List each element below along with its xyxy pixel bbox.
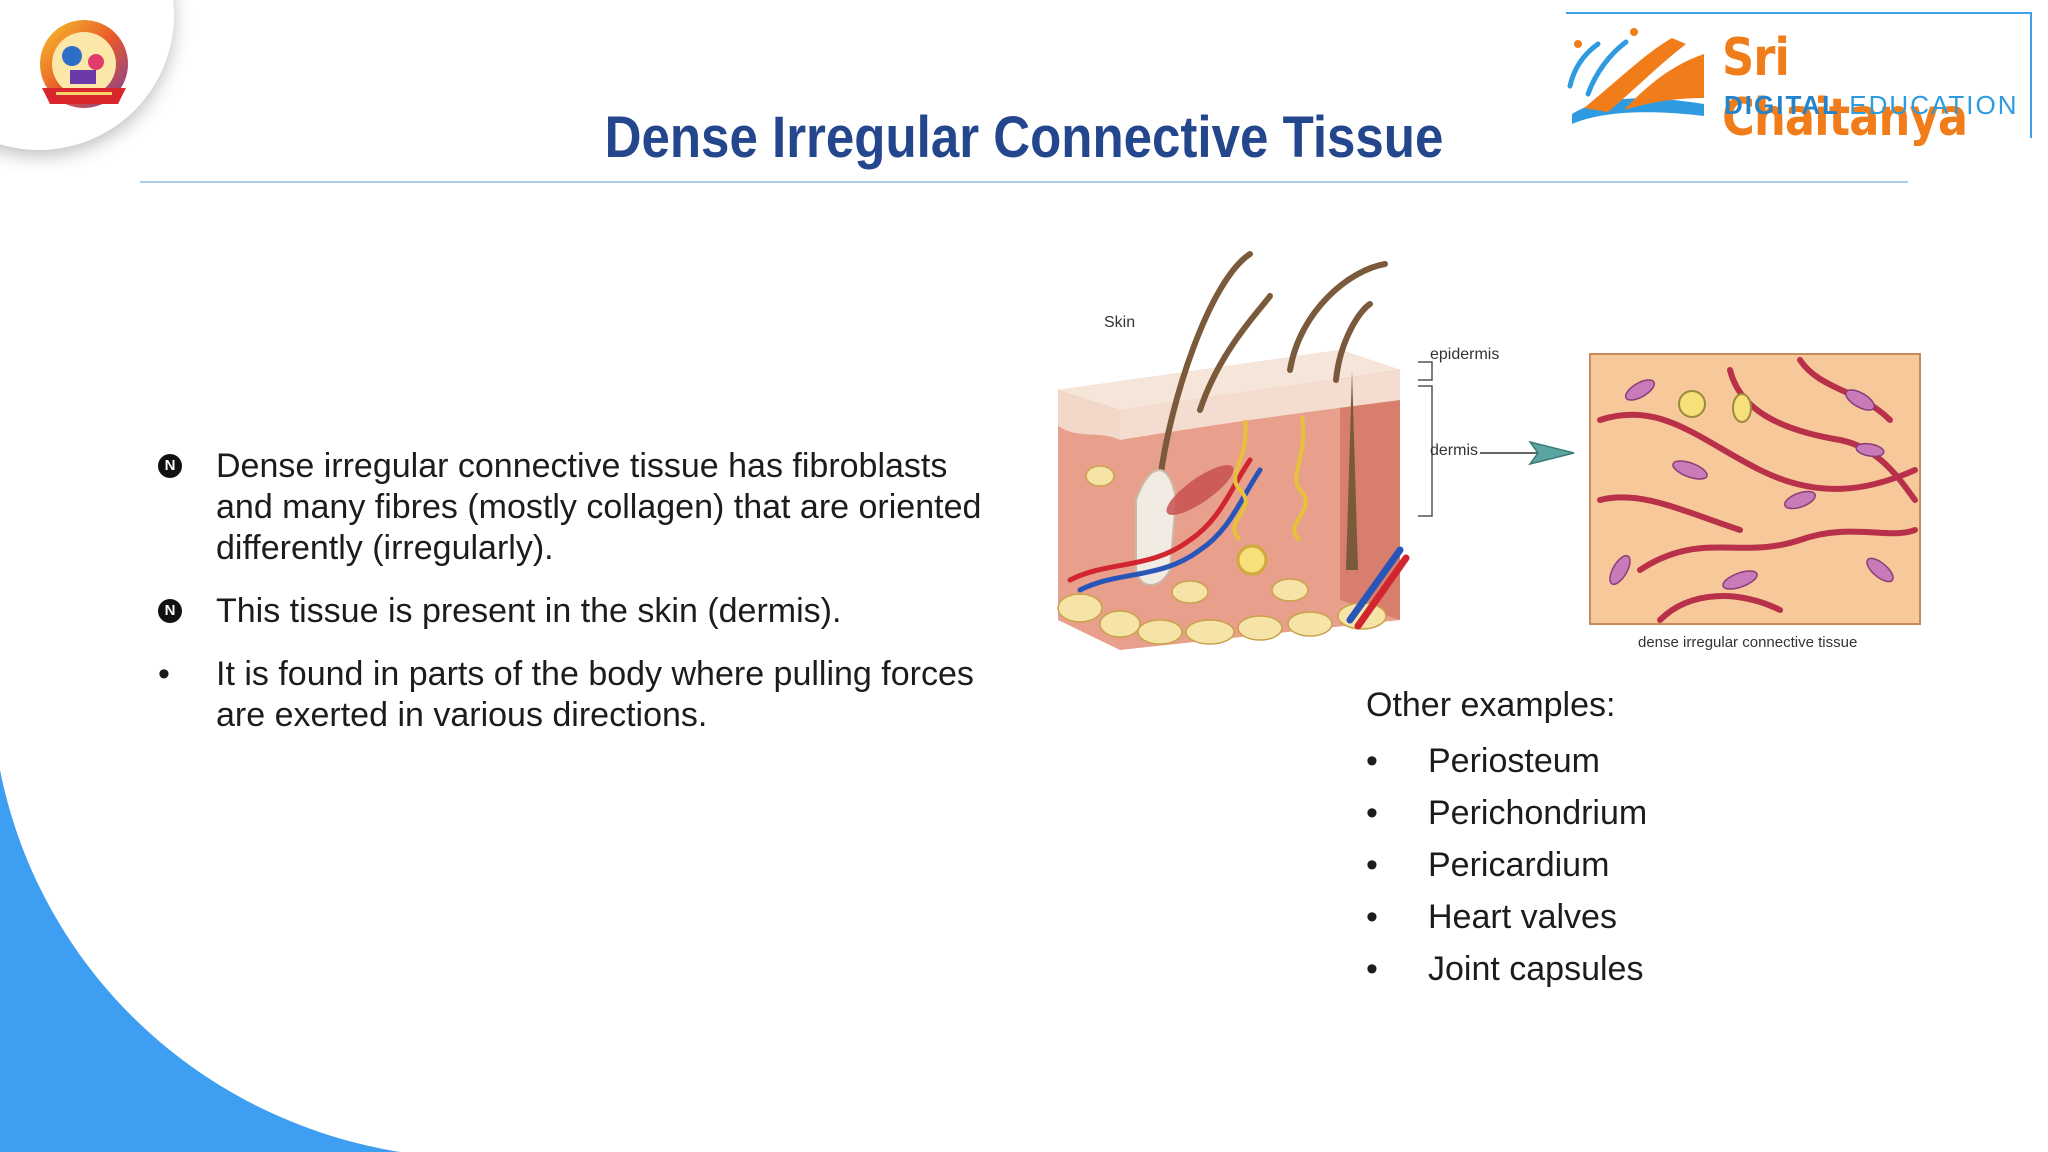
slide-title: Dense Irregular Connective Tissue (604, 105, 1444, 170)
bullet-text: Dense irregular connective tissue has fi… (216, 447, 982, 567)
bullet-item: N Dense irregular connective tissue has … (150, 446, 1010, 569)
list-item: •Heart valves (1366, 891, 1647, 943)
examples-heading: Other examples: (1366, 686, 1616, 724)
list-item: •Periosteum (1366, 735, 1647, 787)
bullet-dot-icon: • (1366, 950, 1378, 988)
bullet-text: It is found in parts of the body where p… (216, 655, 974, 734)
label-dermis: dermis (1430, 442, 1479, 459)
n-marker-icon: N (158, 454, 182, 478)
bullet-dot-icon: • (158, 655, 170, 693)
bullet-text: This tissue is present in the skin (derm… (216, 592, 842, 630)
list-item: •Pericardium (1366, 839, 1647, 891)
bullet-dot-icon: • (1366, 898, 1378, 936)
label-skin: Skin (1104, 314, 1136, 331)
list-item: •Perichondrium (1366, 787, 1647, 839)
skin-diagram: Skin epidermis dermis dense irregular co… (1040, 240, 1940, 660)
brand-subtitle: DIGITAL EDUCATION (1724, 90, 2019, 120)
bullet-item: • It is found in parts of the body where… (150, 654, 1010, 736)
bullet-dot-icon: • (1366, 742, 1378, 780)
examples-list: •Periosteum •Perichondrium •Pericardium … (1366, 735, 1647, 995)
bullet-item: N This tissue is present in the skin (de… (150, 591, 1010, 632)
brand-frame-right (2030, 12, 2032, 138)
other-examples: Other examples: •Periosteum •Perichondri… (1366, 686, 1647, 995)
book-logo-icon (1567, 28, 1704, 124)
skin-illustration (1057, 251, 1921, 650)
brand-name: Sri Chaitanya (1722, 28, 1968, 148)
title-divider (140, 181, 1908, 183)
label-epidermis: epidermis (1430, 346, 1500, 363)
n-marker-icon: N (158, 599, 182, 623)
corner-decoration (0, 770, 400, 1152)
brand-frame-top (1566, 12, 2032, 14)
main-bullet-list: N Dense irregular connective tissue has … (150, 446, 1010, 758)
institution-emblem-icon (40, 20, 128, 108)
diagram-caption: dense irregular connective tissue (1638, 634, 1858, 651)
list-item: •Joint capsules (1366, 943, 1647, 995)
bullet-dot-icon: • (1366, 794, 1378, 832)
bullet-dot-icon: • (1366, 846, 1378, 884)
